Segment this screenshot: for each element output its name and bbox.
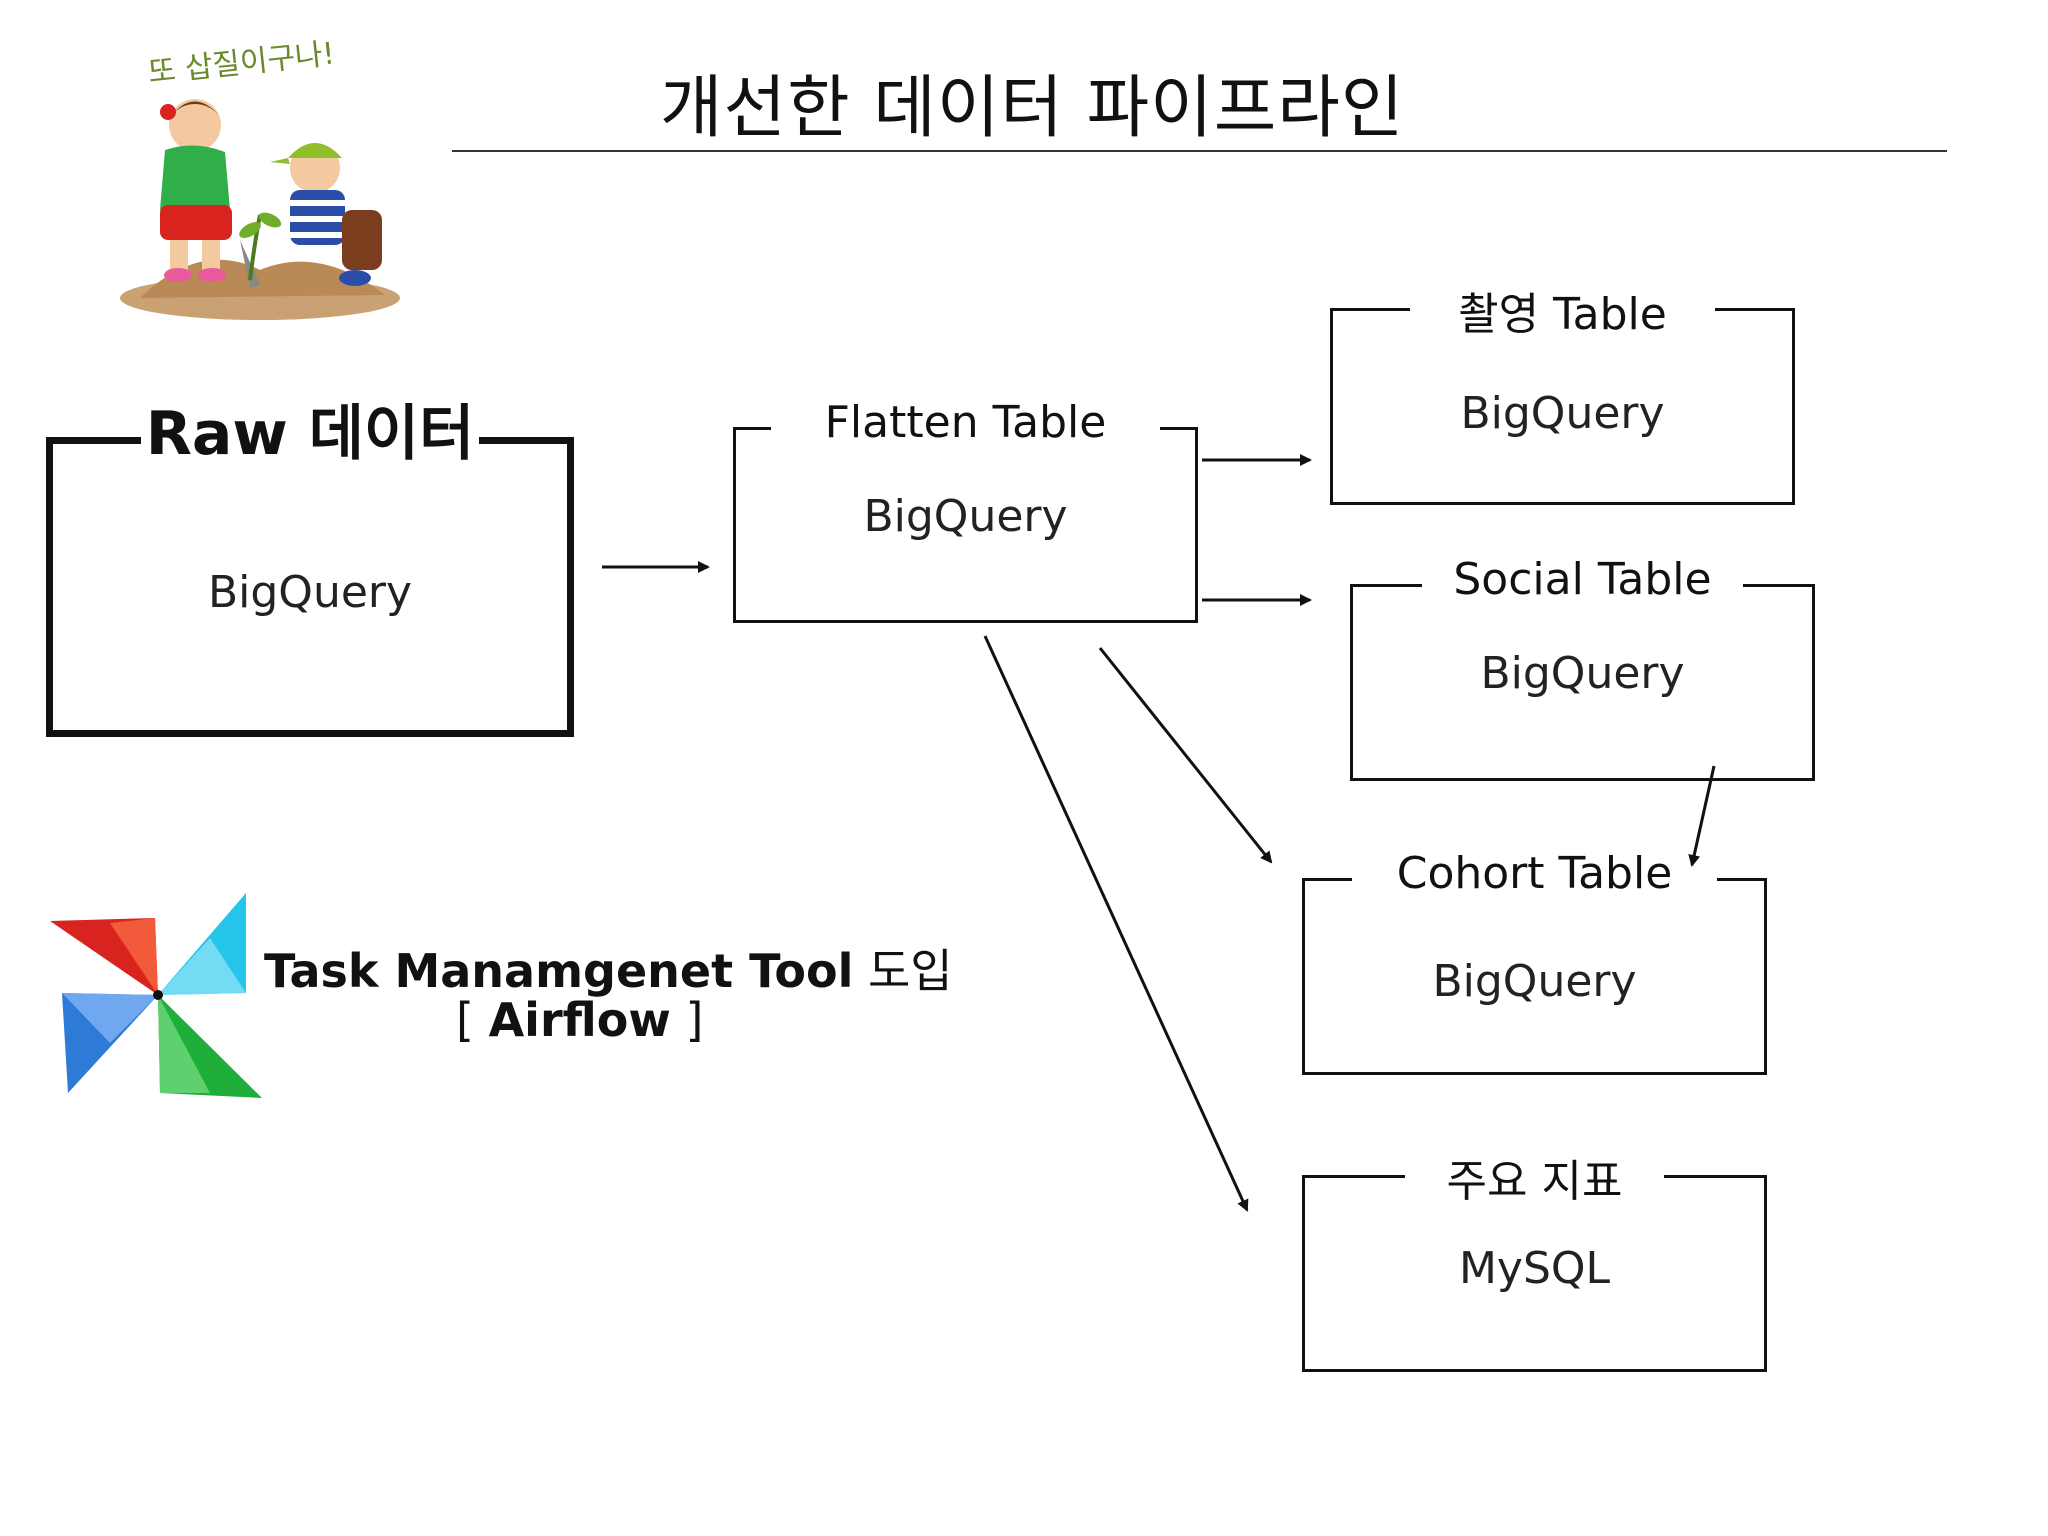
frame-top-left (733, 427, 771, 430)
node-engine: BigQuery (1480, 648, 1685, 699)
airflow-caption-line1: Task Manamgenet Tool 도입 (264, 935, 953, 1001)
node-title: 촬영 Table (1458, 289, 1667, 340)
tool-name: Task Manamgenet Tool (264, 944, 854, 998)
node-title: Social Table (1453, 554, 1712, 605)
node-engine: BigQuery (207, 567, 413, 618)
airflow-name: Airflow (488, 993, 671, 1047)
node-title: Flatten Table (824, 397, 1107, 448)
arrow-flatten-to-cohort (1098, 647, 1273, 864)
frame-top-right (1160, 427, 1198, 430)
node-title: 주요 지표 (1446, 1156, 1623, 1207)
frame-top-left (1302, 1175, 1405, 1178)
node-title: Cohort Table (1396, 848, 1673, 899)
shooting-table-node: 촬영 Table BigQuery (1330, 289, 1795, 505)
node-engine: MySQL (1458, 1243, 1611, 1294)
node-title: Raw 데이터 (145, 399, 475, 469)
airflow-pinwheel-icon (50, 893, 262, 1098)
frame-top-left (46, 437, 141, 444)
frame-top-left (1302, 878, 1352, 881)
frame-top-left (1350, 584, 1422, 587)
social-table-node: Social Table BigQuery (1350, 554, 1815, 781)
node-engine: BigQuery (1460, 388, 1665, 439)
frame-top-right (1717, 878, 1767, 881)
kids-planting-illustration: 또 삽질이구나! (110, 36, 410, 325)
frame-top-right (1715, 308, 1795, 311)
page-title: 개선한 데이터 파이프라인 (660, 69, 1405, 148)
frame-top-left (1330, 308, 1410, 311)
frame-top-right (1664, 1175, 1767, 1178)
node-engine: BigQuery (863, 491, 1068, 542)
raw-data-node: Raw 데이터 BigQuery (46, 399, 574, 737)
flatten-table-node: Flatten Table BigQuery (733, 397, 1198, 623)
cohort-table-node: Cohort Table BigQuery (1302, 848, 1767, 1075)
tool-intro: 도입 (853, 944, 953, 998)
frame-top-right (1743, 584, 1815, 587)
arrow-social-to-cohort (1688, 765, 1716, 867)
bracket-open: [ (456, 993, 489, 1047)
frame-top-right (479, 437, 574, 444)
arrow-flatten-to-kpi (983, 635, 1249, 1212)
title-divider (452, 150, 1947, 152)
bracket-close: ] (670, 993, 704, 1047)
kpi-node: 주요 지표 MySQL (1302, 1156, 1767, 1372)
node-engine: BigQuery (1432, 956, 1637, 1007)
airflow-caption-line2: [ Airflow ] (456, 993, 703, 1047)
